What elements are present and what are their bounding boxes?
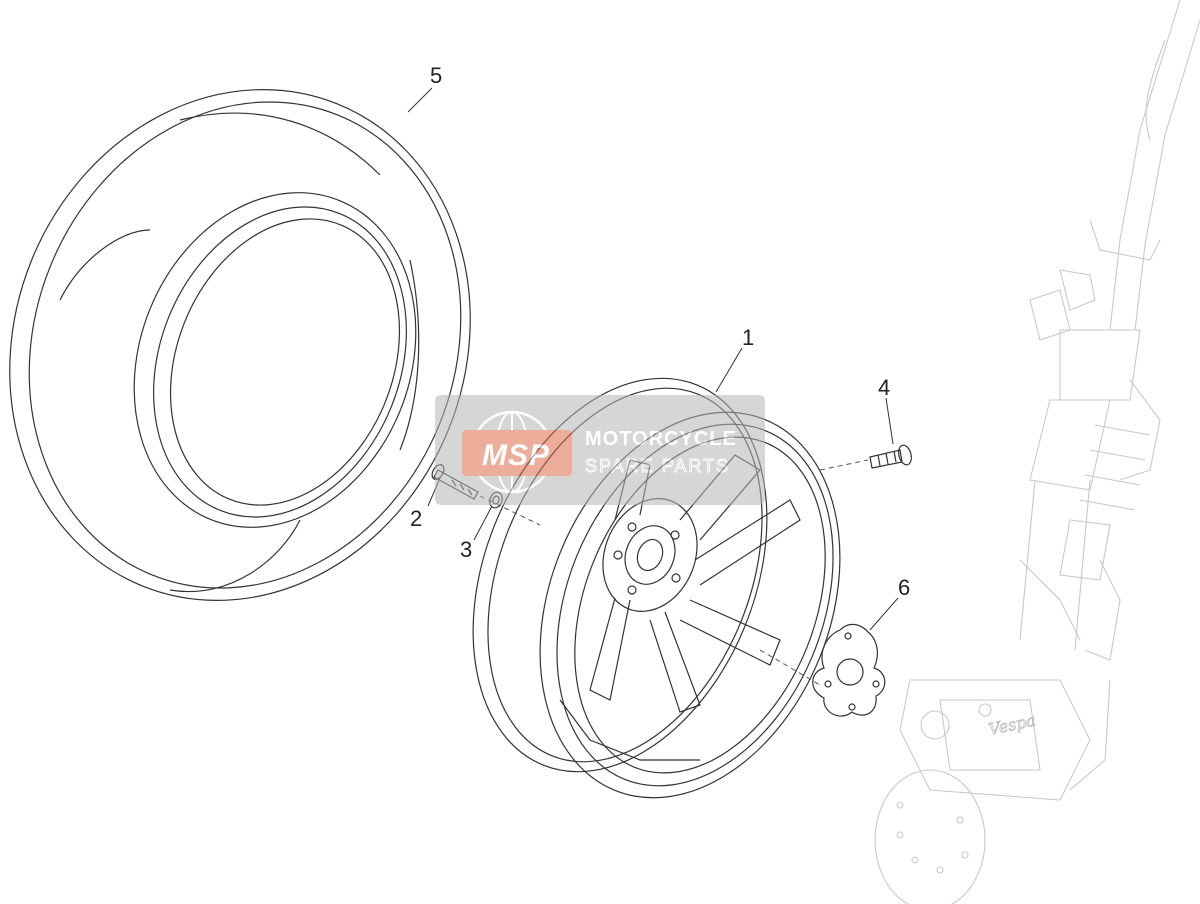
watermark-logo: MSP: [482, 439, 550, 472]
leader-lines: [407, 87, 899, 631]
callout-1: 1: [742, 325, 754, 350]
tyre-part-5: [9, 89, 471, 601]
callout-2: 2: [410, 506, 422, 531]
watermark: MSP MOTORCYCLE SPARE PARTS: [435, 395, 765, 505]
watermark-subtitle: SPARE PARTS: [585, 456, 730, 476]
callout-6: 6: [898, 575, 910, 600]
front-fork-assembly: Vespa: [874, 0, 1200, 904]
callout-3: 3: [460, 537, 472, 562]
callout-5: 5: [430, 63, 442, 88]
valve-part-4: [819, 444, 912, 471]
caliper-brand-logo: Vespa: [987, 710, 1037, 738]
watermark-title: MOTORCYCLE: [585, 428, 737, 450]
callout-4: 4: [878, 375, 890, 400]
wheel-rim-part-1: [472, 377, 841, 799]
gasket-part-6: [759, 623, 886, 717]
